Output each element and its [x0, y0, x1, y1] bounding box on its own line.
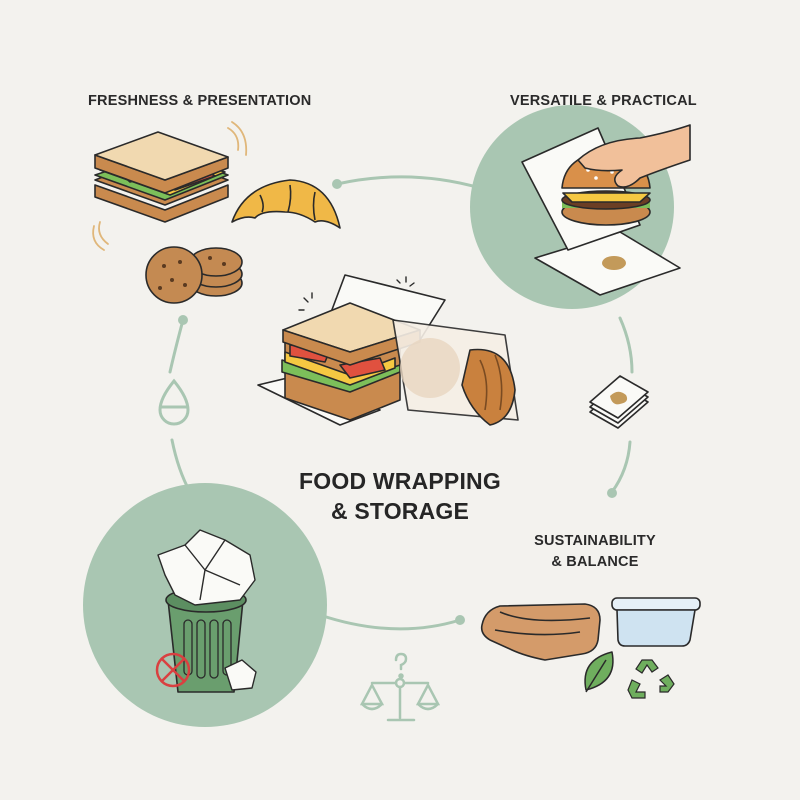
freshness-motion-lines: [92, 121, 248, 251]
crumpled-paper-icon: [157, 529, 257, 691]
recycle-icon: [627, 659, 675, 699]
title-line2: & STORAGE: [330, 498, 470, 524]
section-label-freshness: FRESHNESS & PRESENTATION: [88, 93, 312, 109]
beeswax-wrap-icon: [480, 603, 601, 661]
sustainability-label-line1: SUSTAINABILITY: [534, 533, 656, 549]
connector-dots: [178, 179, 617, 625]
section-label-versatile: VERSATILE & PRACTICAL: [510, 93, 697, 109]
sandwich-icon: [94, 131, 229, 223]
hand-burger-wrap-icon: [521, 124, 691, 296]
water-drop-icon: [158, 378, 190, 426]
title-line1: FOOD WRAPPING: [299, 468, 501, 494]
page-title: FOOD WRAPPING & STORAGE: [270, 466, 530, 526]
sustainability-label-line2: & BALANCE: [551, 554, 639, 570]
croissant-icon: [231, 179, 341, 229]
connector-lines: [168, 175, 634, 631]
section-label-sustainability: SUSTAINABILITY & BALANCE: [520, 531, 670, 573]
stacked-sheets-icon: [589, 375, 649, 429]
scale-question-icon: [359, 652, 441, 722]
no-symbol-icon: [155, 652, 191, 688]
leaf-icon: [584, 651, 614, 693]
cookies-icon: [145, 246, 243, 304]
sparkle-icons: [298, 276, 415, 311]
glass-container-icon: [611, 597, 701, 647]
center-wrap-illustration: [257, 274, 519, 426]
